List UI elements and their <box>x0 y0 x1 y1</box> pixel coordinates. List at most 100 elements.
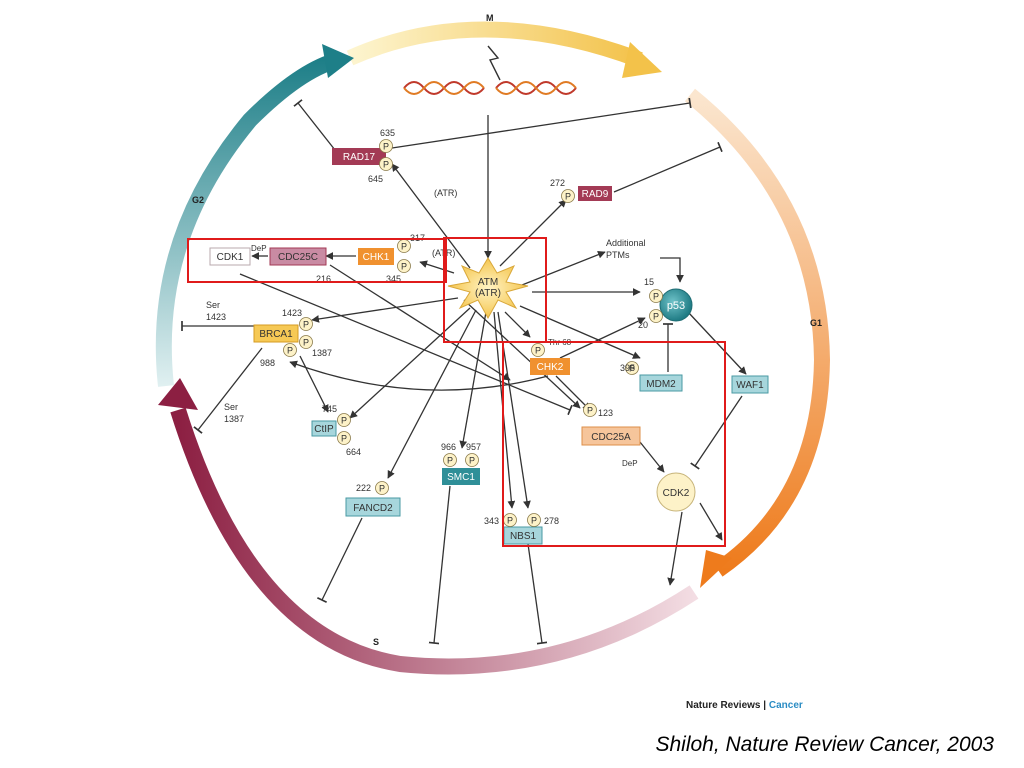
svg-text:222: 222 <box>356 483 371 493</box>
arc-g1-head <box>700 550 732 588</box>
phospho-p-label: P <box>303 320 309 330</box>
svg-text:DeP: DeP <box>251 244 267 253</box>
phospho-p-label: P <box>565 192 571 202</box>
credit-journal: Nature Reviews <box>686 700 761 711</box>
phospho-circle <box>379 157 393 171</box>
svg-text:343: 343 <box>484 516 499 526</box>
svg-text:CHK2: CHK2 <box>537 362 564 373</box>
phospho-circle <box>531 343 545 357</box>
node-p53: p53 <box>659 288 693 322</box>
phospho-p-label: P <box>303 338 309 348</box>
phospho-p-label: P <box>287 346 293 356</box>
phospho-circle <box>397 259 411 273</box>
svg-text:1423: 1423 <box>282 308 302 318</box>
phospho-p-label: P <box>401 242 407 252</box>
svg-text:1387: 1387 <box>224 414 244 424</box>
highlight-chk2-cdc25a-cdk2 <box>502 341 726 547</box>
journal-credit: Nature Reviews | Cancer <box>686 700 803 711</box>
phospho-p-label: P <box>629 364 635 374</box>
svg-text:345: 345 <box>386 274 401 284</box>
svg-text:645: 645 <box>368 174 383 184</box>
node-chk1: CHK1 <box>358 248 394 265</box>
node-chk2: CHK2 <box>530 358 570 375</box>
phospho-circle <box>465 453 479 467</box>
arc-s <box>170 407 699 675</box>
phase-m-label: M <box>486 13 494 23</box>
svg-text:FANCD2: FANCD2 <box>353 503 393 514</box>
citation: Shiloh, Nature Review Cancer, 2003 <box>655 733 994 756</box>
svg-text:SMC1: SMC1 <box>447 472 475 483</box>
svg-text:635: 635 <box>380 128 395 138</box>
phospho-circle <box>375 481 389 495</box>
svg-text:WAF1: WAF1 <box>736 380 764 391</box>
phospho-p-label: P <box>587 406 593 416</box>
svg-text:745: 745 <box>322 404 337 414</box>
svg-text:664: 664 <box>346 447 361 457</box>
phospho-p-label: P <box>401 262 407 272</box>
phospho-p-label: P <box>379 484 385 494</box>
phase-g1-label: G1 <box>810 318 822 328</box>
phospho-p-label: P <box>341 416 347 426</box>
phospho-p-label: P <box>341 434 347 444</box>
svg-text:CDC25A: CDC25A <box>591 432 631 443</box>
arc-g1 <box>684 88 831 577</box>
svg-text:123: 123 <box>598 408 613 418</box>
node-smc1: SMC1 <box>442 468 480 485</box>
svg-text:RAD9: RAD9 <box>582 189 609 200</box>
svg-text:BRCA1: BRCA1 <box>259 329 293 340</box>
svg-text:Ser: Ser <box>224 402 238 412</box>
phase-s-label: S <box>373 637 379 647</box>
svg-text:MDM2: MDM2 <box>646 379 676 390</box>
phospho-p-label: P <box>383 142 389 152</box>
node-cdc25c: CDC25C <box>269 247 327 266</box>
dna-double-strand-break <box>403 45 577 95</box>
phospho-p-label: P <box>535 346 541 356</box>
phospho-circle <box>299 317 313 331</box>
phospho-p-label: P <box>383 160 389 170</box>
svg-text:Additional: Additional <box>606 238 646 248</box>
arc-g2 <box>155 52 341 387</box>
node-ctip: CtIP <box>311 420 337 437</box>
svg-text:CHK1: CHK1 <box>363 252 390 263</box>
node-rad17: RAD17 <box>332 148 386 165</box>
pathway-edges <box>181 97 747 645</box>
svg-text:1387: 1387 <box>312 348 332 358</box>
svg-text:957: 957 <box>466 442 481 452</box>
site-numbers: 635 645 272 317 345 216 15 20 1423 1387 … <box>260 128 654 526</box>
node-brca1: BRCA1 <box>253 324 299 343</box>
svg-text:CDC25C: CDC25C <box>278 252 318 263</box>
node-cdk2: CDK2 <box>656 472 696 512</box>
phospho-circle <box>649 309 663 323</box>
phospho-circle <box>443 453 457 467</box>
svg-text:Ser: Ser <box>206 300 220 310</box>
svg-text:CtIP: CtIP <box>314 424 334 435</box>
phospho-circle <box>527 513 541 527</box>
phospho-circle <box>379 139 393 153</box>
node-nbs1: NBS1 <box>503 526 543 545</box>
svg-text:15: 15 <box>644 277 654 287</box>
node-waf1: WAF1 <box>731 375 769 394</box>
phospho-circle <box>337 413 351 427</box>
svg-text:272: 272 <box>550 178 565 188</box>
arc-m <box>346 21 643 68</box>
svg-text:PTMs: PTMs <box>606 250 630 260</box>
svg-text:988: 988 <box>260 358 275 368</box>
highlight-atm <box>443 237 547 343</box>
node-atm-star: ATM (ATR) <box>447 257 529 320</box>
svg-text:395: 395 <box>620 363 635 373</box>
phospho-circle <box>283 343 297 357</box>
phospho-circle <box>337 431 351 445</box>
phospho-p-label: P <box>447 456 453 466</box>
arc-s-head <box>158 378 198 410</box>
node-mdm2: MDM2 <box>639 374 683 392</box>
phospho-p-label: P <box>469 456 475 466</box>
highlight-boxes <box>187 237 726 547</box>
arc-m-head <box>622 42 662 78</box>
svg-text:RAD17: RAD17 <box>343 152 376 163</box>
node-fancd2: FANCD2 <box>345 497 401 517</box>
svg-text:DeP: DeP <box>622 459 638 468</box>
phase-g2-label: G2 <box>192 195 204 205</box>
svg-text:966: 966 <box>441 442 456 452</box>
svg-text:(ATR): (ATR) <box>475 288 501 299</box>
